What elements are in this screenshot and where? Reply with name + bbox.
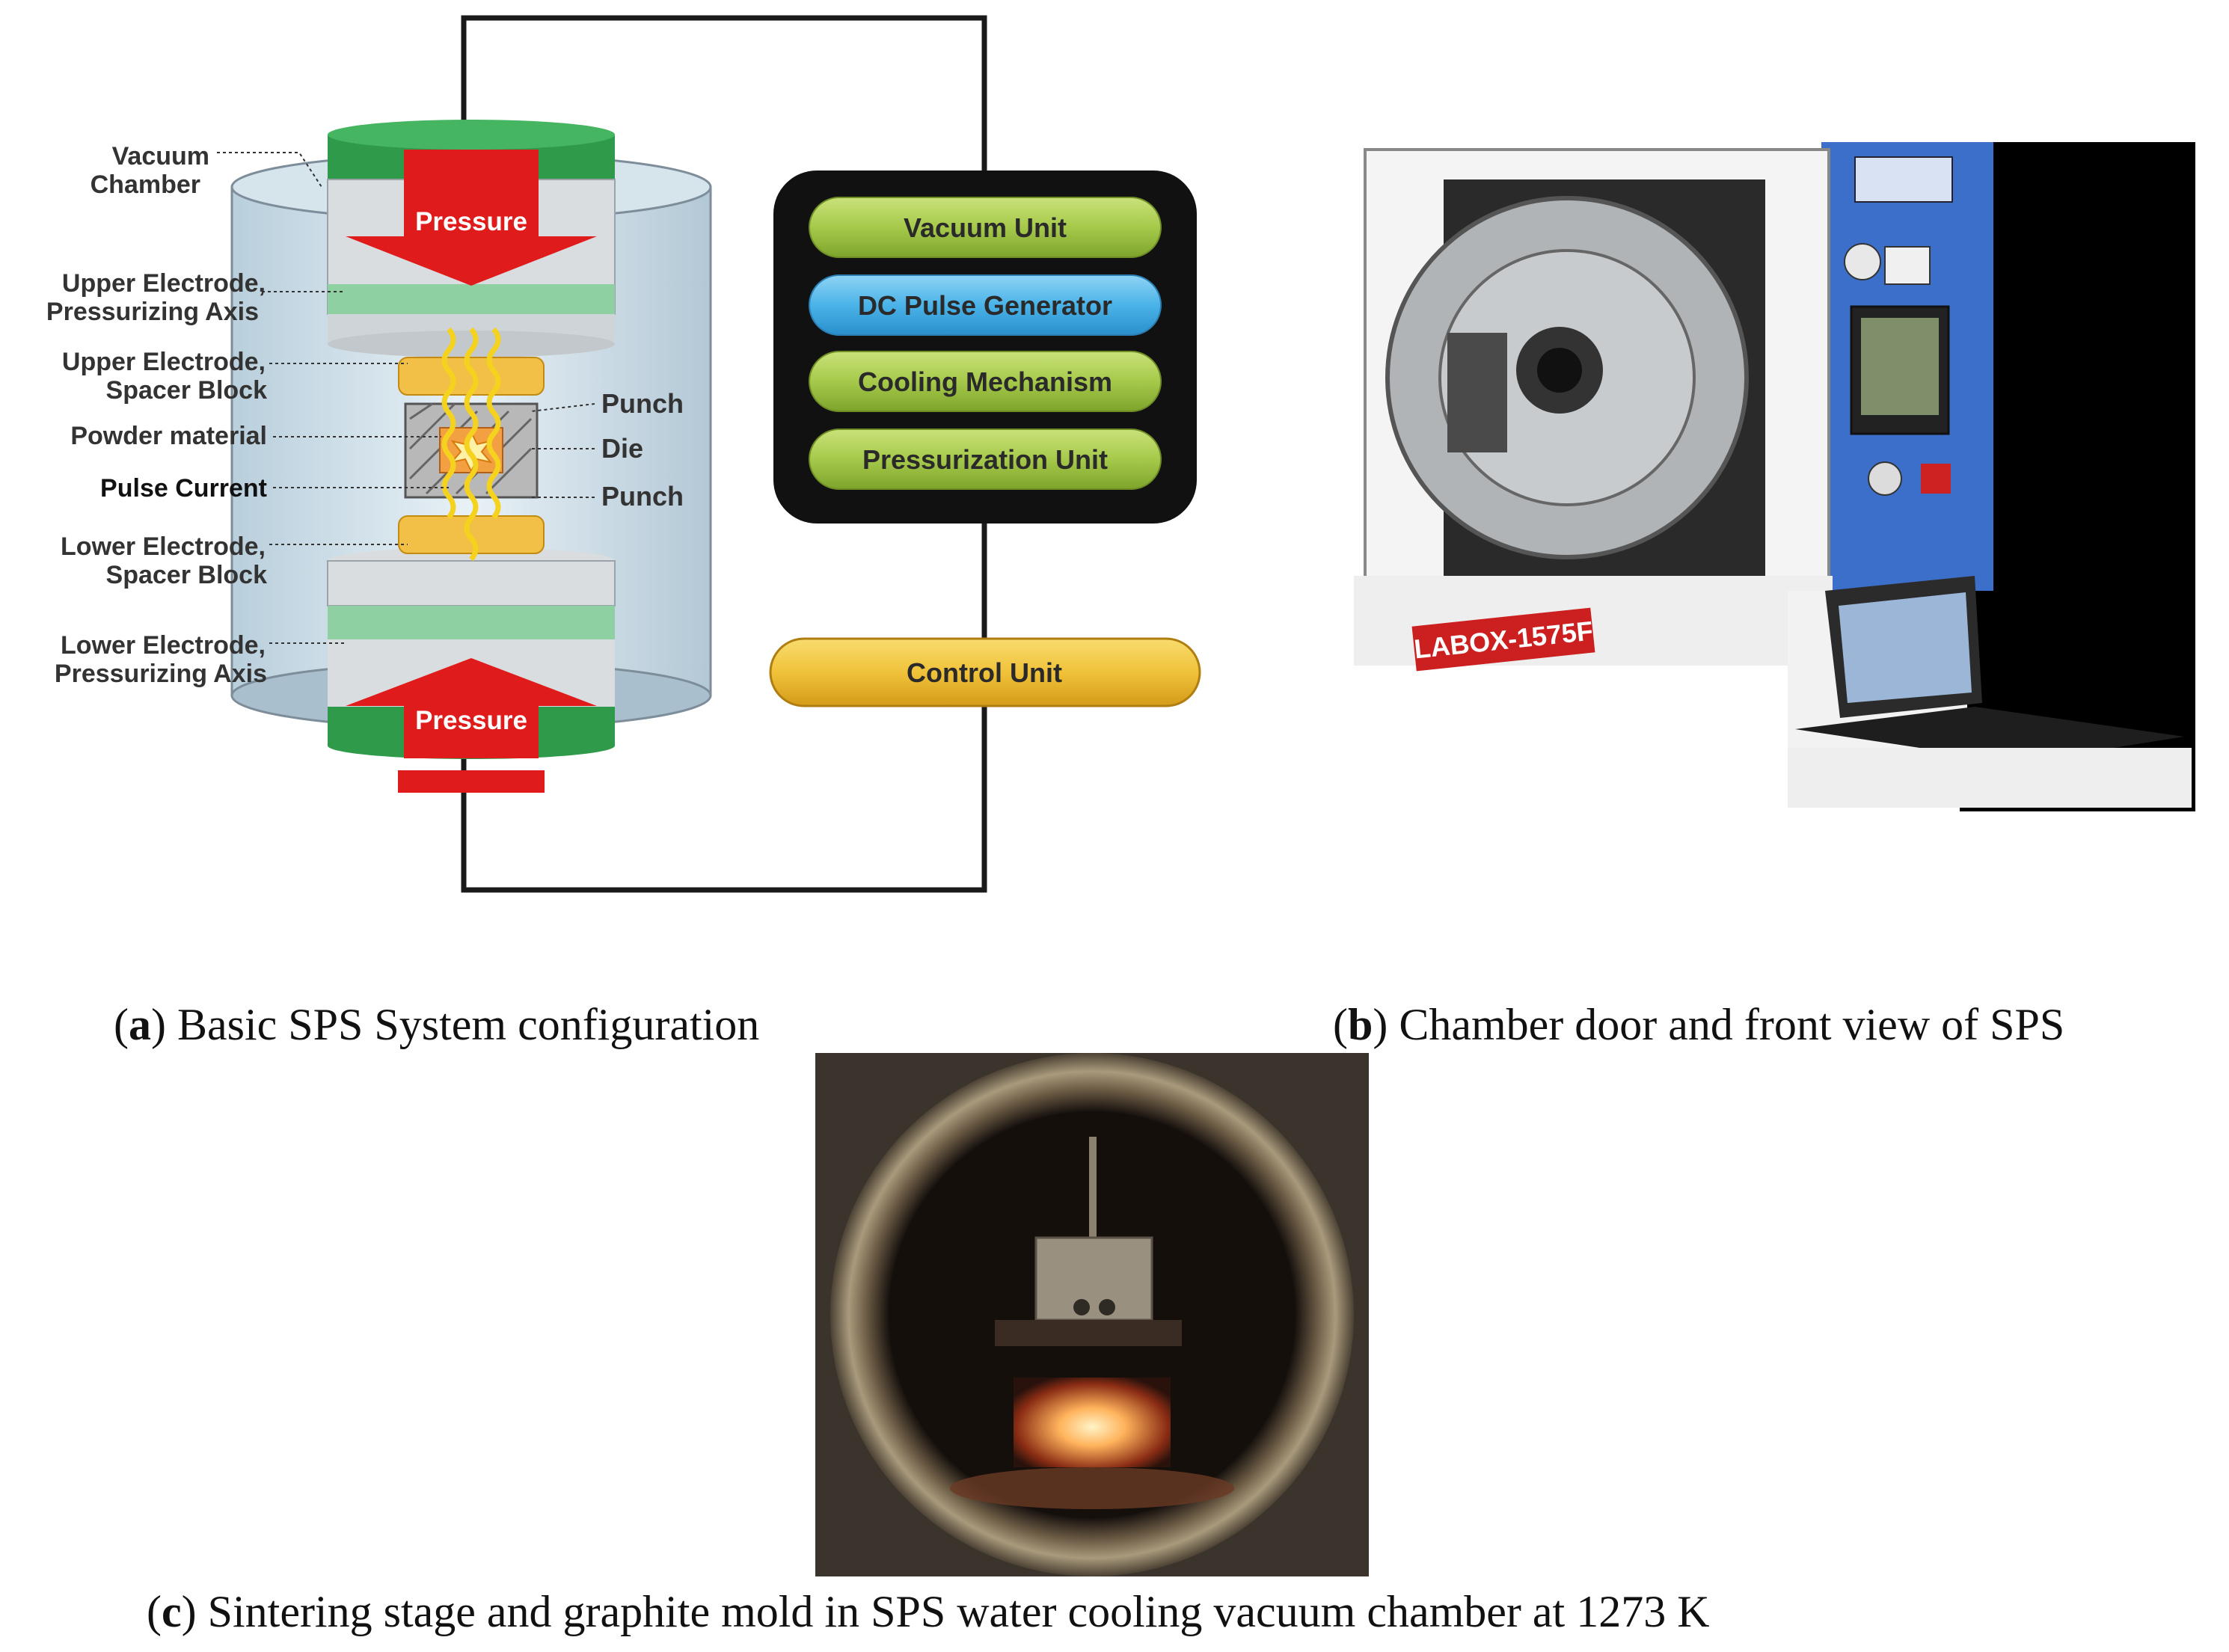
graphite-mold-glowing bbox=[1014, 1378, 1171, 1467]
caption-b-letter: b bbox=[1347, 1000, 1373, 1049]
unit-vacuum-label: Vacuum Unit bbox=[904, 212, 1067, 243]
pressure-top-label: Pressure bbox=[415, 207, 527, 236]
label-pulse-current: Pulse Current bbox=[100, 474, 267, 503]
photo-c bbox=[815, 1053, 1369, 1576]
circuit-wire-top bbox=[461, 15, 987, 187]
pressure-bottom-label: Pressure bbox=[415, 706, 527, 735]
caption-a-text: ) Basic SPS System configuration bbox=[150, 1000, 760, 1049]
label-upper-spacer-2: Spacer Block bbox=[106, 376, 268, 405]
leader-lines bbox=[217, 152, 595, 644]
unit-dc-pulse bbox=[809, 274, 1162, 336]
label-vacuum-chamber-1: Vacuum bbox=[112, 142, 209, 171]
label-punch-top: Punch bbox=[601, 388, 684, 419]
pressure-arrow-bottom: Pressure bbox=[346, 658, 597, 793]
label-lower-spacer-2: Spacer Block bbox=[106, 561, 268, 589]
unit-cooling bbox=[809, 351, 1162, 412]
unit-dc-pulse-label: DC Pulse Generator bbox=[858, 290, 1112, 321]
pulse-current-waves bbox=[441, 327, 501, 562]
label-powder-material: Powder material bbox=[70, 422, 267, 450]
label-upper-axis-1: Upper Electrode, bbox=[62, 269, 266, 298]
upper-electrode bbox=[327, 120, 616, 357]
control-unit-label: Control Unit bbox=[907, 657, 1062, 688]
caption-a-letter: a bbox=[128, 1000, 151, 1049]
caption-c-text: ) Sintering stage and graphite mold in S… bbox=[181, 1587, 1710, 1636]
caption-c: (c) Sintering stage and graphite mold in… bbox=[147, 1587, 1710, 1636]
caption-c-letter: c bbox=[161, 1587, 182, 1636]
unit-vacuum bbox=[809, 197, 1162, 258]
label-upper-axis-2: Pressurizing Axis bbox=[46, 298, 259, 326]
unit-pressurization bbox=[809, 429, 1162, 490]
machine-label-plate bbox=[1411, 607, 1595, 672]
label-lower-axis-2: Pressurizing Axis bbox=[55, 660, 267, 688]
unit-cooling-label: Cooling Mechanism bbox=[858, 366, 1112, 397]
upper-punch-holder bbox=[1034, 1236, 1153, 1321]
photo-b: LABOX-1575F bbox=[1354, 142, 2195, 811]
caption-a: (a) Basic SPS System configuration bbox=[114, 1000, 760, 1049]
pressure-arrow-top: Pressure bbox=[346, 150, 597, 286]
circuit-wire-bottom bbox=[461, 706, 987, 893]
caption-b-text: ) Chamber door and front view of SPS bbox=[1373, 1000, 2065, 1049]
right-labels: Punch Die Punch bbox=[601, 388, 684, 512]
unit-pressurization-label: Pressurization Unit bbox=[862, 444, 1108, 475]
label-vacuum-chamber-2: Chamber bbox=[91, 171, 200, 199]
unit-list: Vacuum Unit DC Pulse Generator Cooling M… bbox=[809, 197, 1162, 490]
left-labels: Vacuum Chamber Upper Electrode, Pressuri… bbox=[46, 142, 267, 688]
label-die: Die bbox=[601, 433, 643, 464]
label-upper-spacer-1: Upper Electrode, bbox=[62, 348, 266, 376]
caption-b: (b) Chamber door and front view of SPS bbox=[1333, 1000, 2065, 1049]
label-punch-bottom: Punch bbox=[601, 481, 684, 512]
label-lower-axis-1: Lower Electrode, bbox=[61, 631, 266, 660]
control-unit bbox=[769, 637, 1201, 707]
label-lower-spacer-1: Lower Electrode, bbox=[61, 532, 266, 561]
